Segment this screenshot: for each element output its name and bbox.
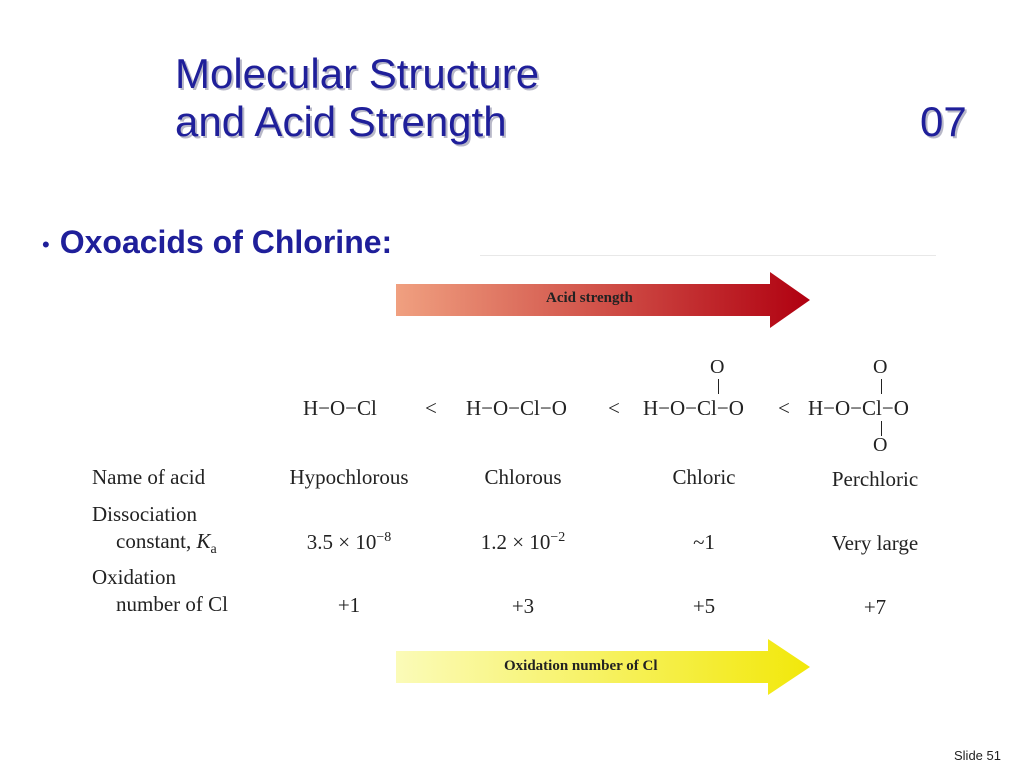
acid-strength-label: Acid strength [546, 290, 633, 306]
ox-cell: +3 [511, 594, 535, 618]
slide-title: Molecular Structure and Acid Strength 07 [175, 50, 975, 146]
formula-hypochlorous: H−O−Cl [303, 396, 377, 420]
acid-strength-arrow: Acid strength [396, 270, 812, 330]
title-line-2: and Acid Strength [175, 98, 507, 145]
title-number: 07 [920, 98, 967, 145]
oxidation-number-arrow: Oxidation number of Cl [396, 637, 812, 697]
formula-chloric: H−O−Cl−O [643, 396, 744, 420]
chloric-top-bond [718, 379, 719, 394]
less-than-1: < [425, 396, 437, 420]
row-label-ox-1: Oxidation [92, 565, 176, 589]
formula-perchloric: H−O−Cl−O [808, 396, 909, 420]
less-than-3: < [778, 396, 790, 420]
bullet-dot: • [42, 231, 50, 257]
formula-chlorous: H−O−Cl−O [466, 396, 567, 420]
oxidation-number-arrow-shape [396, 639, 810, 695]
name-cell: Hypochlorous [289, 465, 409, 489]
bullet-text: Oxoacids of Chlorine: [59, 224, 393, 260]
divider-line [480, 255, 936, 256]
perchloric-bottom-bond [881, 421, 882, 436]
row-label-ox-2: number of Cl [116, 592, 228, 616]
ka-cell: 1.2 × 10−2 [480, 530, 566, 554]
name-cell: Chloric [672, 465, 736, 489]
name-cell: Perchloric [831, 467, 919, 491]
ka-cell: 3.5 × 10−8 [306, 530, 392, 554]
less-than-2: < [608, 396, 620, 420]
ka-cell: Very large [831, 531, 919, 555]
name-cell: Chlorous [484, 465, 562, 489]
perchloric-top-bond [881, 379, 882, 394]
bullet-item: • Oxoacids of Chlorine: [42, 224, 392, 261]
chloric-top-oxygen: O [710, 356, 725, 378]
row-label-name: Name of acid [92, 465, 206, 489]
ox-cell: +1 [337, 593, 361, 617]
ox-cell: +5 [692, 594, 716, 618]
perchloric-top-oxygen: O [873, 356, 888, 378]
acid-strength-arrow-shape [396, 272, 810, 328]
ka-cell: ~1 [693, 530, 715, 554]
title-line-1: Molecular Structure [175, 50, 540, 97]
slide-number: Slide 51 [954, 748, 1001, 763]
row-label-ka-2: constant, Ka [116, 529, 217, 558]
oxidation-number-label: Oxidation number of Cl [504, 658, 658, 674]
row-label-ka-1: Dissociation [92, 502, 197, 526]
perchloric-bottom-oxygen: O [873, 434, 888, 456]
ox-cell: +7 [863, 595, 887, 619]
